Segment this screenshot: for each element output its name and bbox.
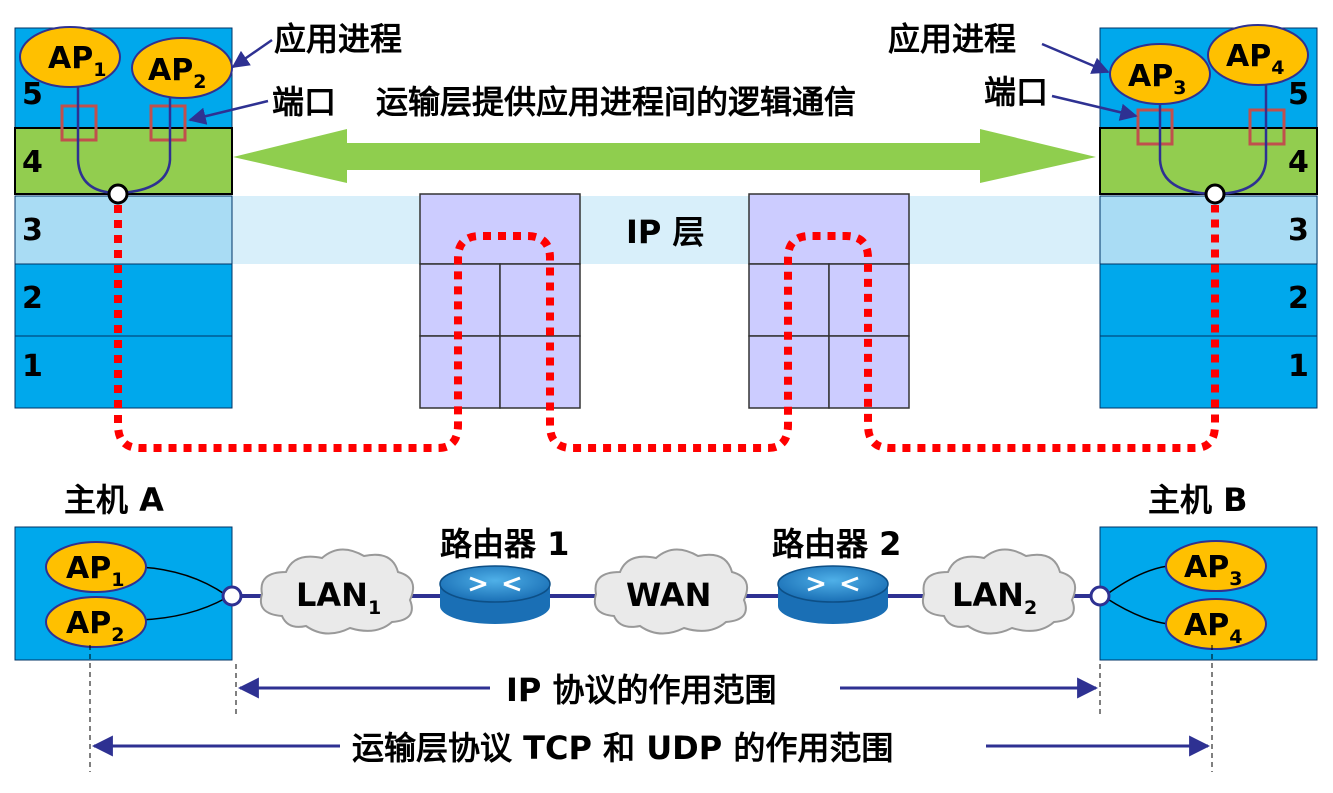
port-pointer-right bbox=[1051, 94, 1138, 121]
host-b-layer-3-num: 3 bbox=[1288, 213, 1309, 248]
host-a-ap2-line bbox=[119, 84, 172, 195]
host-b-layer-1 bbox=[1099, 335, 1318, 409]
app-process-pointer-left bbox=[231, 38, 273, 69]
router-1-layer-2-right bbox=[499, 263, 581, 337]
router-1-layer-3 bbox=[419, 193, 581, 265]
host-b-ap4-line bbox=[1217, 80, 1268, 196]
host-b-ap3-line bbox=[1158, 96, 1213, 196]
host-b-layer-4 bbox=[1099, 127, 1318, 195]
transport-scope-label: 运输层协议 TCP 和 UDP 的作用范围 bbox=[352, 729, 893, 767]
lan1-label: LAN1 bbox=[296, 576, 381, 619]
host-a-net-ap2-label: AP2 bbox=[66, 606, 124, 646]
host-b-ap3-label: AP3 bbox=[1128, 59, 1186, 99]
host-b-layer-3 bbox=[1099, 195, 1318, 265]
app-process-label-left: 应用进程 bbox=[274, 20, 402, 58]
host-a-ap1-label: AP1 bbox=[48, 41, 106, 81]
host-a-layer-1-num: 1 bbox=[22, 349, 43, 384]
app-process-label-right: 应用进程 bbox=[888, 20, 1016, 58]
host-b-net-ap4-label: AP4 bbox=[1184, 608, 1242, 648]
host-a-ap2-label: AP2 bbox=[148, 53, 206, 93]
host-b-ap3-link bbox=[1105, 565, 1169, 596]
host-b-ap3-ellipse bbox=[1109, 43, 1211, 105]
router-1-layer-1-right bbox=[499, 335, 581, 409]
host-b-layer-4-num: 4 bbox=[1288, 145, 1309, 180]
router-1-stack bbox=[419, 193, 581, 409]
port-label-right: 端口 bbox=[984, 73, 1048, 111]
host-a-layer-1 bbox=[14, 335, 233, 409]
lan1-cloud: LAN1 bbox=[260, 548, 414, 635]
wan-label: WAN bbox=[626, 576, 711, 614]
host-b-layer-1-num: 1 bbox=[1288, 349, 1309, 384]
host-b-stack: 5 4 3 2 1 AP3 AP4 bbox=[1099, 24, 1318, 409]
host-b-layer-2-num: 2 bbox=[1288, 281, 1309, 316]
host-a-ap1-ellipse bbox=[19, 26, 121, 88]
host-b-socket bbox=[1204, 183, 1226, 205]
host-b-net-ap3-ellipse bbox=[1165, 540, 1267, 592]
host-a-layer-5-num: 5 bbox=[22, 77, 43, 112]
host-a-net-ap1-ellipse bbox=[45, 541, 147, 593]
host-a-stack: 5 4 3 2 1 AP1 AP2 bbox=[14, 26, 233, 409]
host-b-title: 主机 B bbox=[1148, 481, 1248, 519]
host-a-ap2-ellipse bbox=[131, 37, 233, 99]
host-a-net-socket bbox=[221, 585, 243, 607]
host-b-net-ap3-label: AP3 bbox=[1184, 550, 1242, 590]
host-a-title: 主机 A bbox=[64, 481, 164, 519]
port-label-left: 端口 bbox=[272, 83, 336, 121]
host-a-layer-4-num: 4 bbox=[22, 145, 43, 180]
lan2-cloud: LAN2 bbox=[922, 548, 1076, 635]
host-a-layer-2 bbox=[14, 263, 233, 337]
ip-layer-label: IP 层 bbox=[626, 213, 705, 251]
host-b-net-ap4-ellipse bbox=[1165, 598, 1267, 650]
host-a-port-2 bbox=[149, 104, 187, 142]
host-a-socket bbox=[107, 183, 129, 205]
host-b-ap4-link bbox=[1105, 597, 1169, 625]
router-2-stack bbox=[748, 193, 910, 409]
host-b-ap4-ellipse bbox=[1207, 24, 1309, 86]
host-b-ap4-label: AP4 bbox=[1226, 39, 1284, 79]
wan-cloud: WAN bbox=[593, 548, 748, 635]
host-b-port-1 bbox=[1136, 108, 1174, 146]
host-a-layer-4 bbox=[14, 127, 233, 195]
ip-scope-label: IP 协议的作用范围 bbox=[506, 671, 777, 709]
transport-logical-label: 运输层提供应用进程间的逻辑通信 bbox=[376, 83, 856, 121]
host-b-layer-2 bbox=[1099, 263, 1318, 337]
router-1-icon bbox=[439, 565, 551, 624]
port-pointer-left bbox=[188, 99, 269, 125]
host-a-layer-3 bbox=[14, 195, 233, 265]
app-process-pointer-right bbox=[1041, 42, 1110, 74]
lan2-label: LAN2 bbox=[952, 576, 1037, 619]
host-a-net-ap2-ellipse bbox=[45, 596, 147, 648]
host-a-ap2-link bbox=[139, 597, 227, 621]
host-a-ap1-link bbox=[139, 566, 227, 596]
router-2-title: 路由器 2 bbox=[772, 525, 901, 563]
transport-logical-arrow bbox=[233, 129, 1096, 183]
host-a-net-ap1-label: AP1 bbox=[66, 551, 124, 591]
data-path-dotted bbox=[114, 205, 1219, 452]
router-2-layer-3 bbox=[748, 193, 910, 265]
router-1-title: 路由器 1 bbox=[440, 525, 569, 563]
host-b-layer-5-num: 5 bbox=[1288, 77, 1309, 112]
host-a-layer-2-num: 2 bbox=[22, 281, 43, 316]
host-a-layer-3-num: 3 bbox=[22, 213, 43, 248]
host-b-net-socket bbox=[1089, 585, 1111, 607]
router-2-icon bbox=[777, 565, 889, 624]
